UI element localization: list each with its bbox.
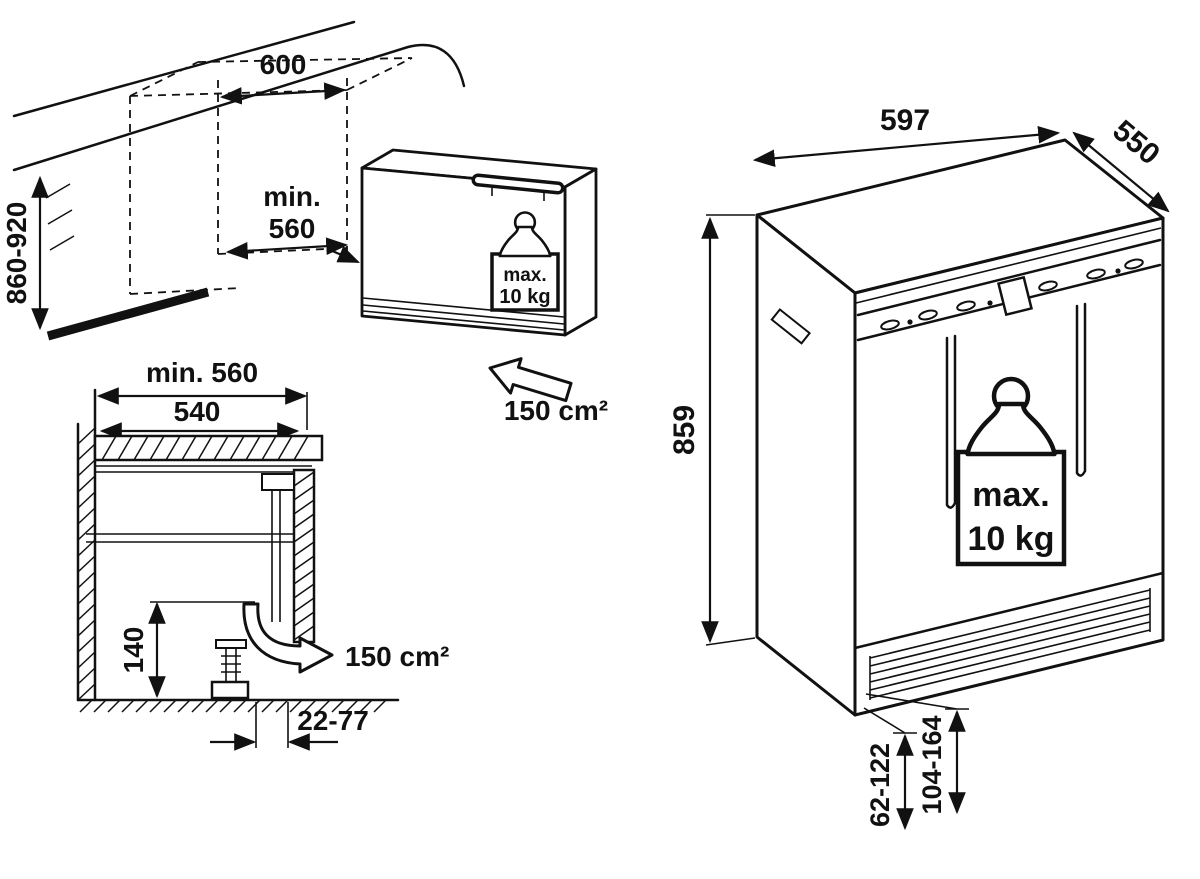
ext-lines-plinth-ranges bbox=[863, 693, 969, 734]
countertop-grain bbox=[101, 435, 309, 461]
max-load-value-small: 10 kg bbox=[499, 286, 550, 308]
niche-perspective-view: 600 860-920 min. 560 max. bbox=[1, 20, 608, 426]
appliance-small-side-face bbox=[563, 167, 598, 337]
furniture-door-panel bbox=[292, 468, 316, 644]
appliance-top-lines bbox=[86, 533, 294, 543]
side-bracket bbox=[770, 308, 812, 345]
telescopic-rail-right bbox=[1075, 302, 1087, 477]
dim-line-depth bbox=[1072, 131, 1170, 213]
section-vent-area-label: 150 cm² bbox=[345, 641, 449, 672]
furniture-door-hatch bbox=[293, 471, 315, 641]
counter-front-edge bbox=[12, 43, 466, 172]
dim-label-width: 597 bbox=[880, 104, 930, 137]
dim-label-niche-width: 600 bbox=[260, 49, 307, 80]
door-hinge-bracket bbox=[261, 473, 295, 491]
ext-lines-foot-adjust bbox=[255, 702, 289, 748]
dim-line-niche-width bbox=[219, 82, 347, 105]
dim-label-counter-depth: 540 bbox=[174, 396, 221, 427]
dim-label-section-width-min: min. 560 bbox=[146, 357, 258, 388]
slide-in-arrow bbox=[329, 246, 361, 264]
dim-label-height: 859 bbox=[668, 405, 701, 455]
dim-label-plinth-range-a: 62-122 bbox=[865, 743, 895, 827]
vent-area-label: 150 cm² bbox=[504, 395, 608, 426]
dim-label-depth: 550 bbox=[1106, 114, 1166, 171]
base-plinth-line bbox=[46, 287, 210, 341]
max-load-badge-large: max. 10 kg bbox=[955, 379, 1067, 567]
dim-label-plinth-range-b: 104-164 bbox=[917, 715, 947, 814]
niche-dashed-outline bbox=[129, 57, 413, 295]
appliance-small-vent-slats bbox=[362, 297, 565, 331]
telescopic-rail-left bbox=[945, 334, 957, 509]
dim-label-niche-depth-min: min. bbox=[263, 181, 321, 212]
appliance-small: max. 10 kg bbox=[360, 148, 598, 337]
dim-label-niche-height: 860-920 bbox=[1, 202, 32, 305]
max-load-badge-small: max. 10 kg bbox=[490, 211, 560, 312]
under-counter-lines bbox=[95, 465, 312, 473]
dim-label-foot-adjust: 22-77 bbox=[297, 705, 369, 736]
wall-hatch-ticks bbox=[45, 183, 75, 251]
ext-lines-height bbox=[705, 214, 756, 646]
max-load-label-small: max. bbox=[503, 265, 546, 286]
wall-hatch bbox=[77, 427, 96, 701]
max-load-label-large: max. bbox=[972, 476, 1050, 514]
adjustable-foot bbox=[210, 639, 250, 700]
dim-label-plinth-height: 140 bbox=[118, 627, 149, 674]
appliance-left-face bbox=[755, 213, 857, 717]
appliance-front-view: max. 10 kg 597 550 859 62-122 104-164 bbox=[668, 104, 1170, 831]
appliance-door-lines bbox=[271, 476, 281, 622]
airflow-arrow-icon bbox=[242, 602, 334, 674]
dim-label-niche-depth-value: 560 bbox=[269, 213, 316, 244]
floor-hatch bbox=[79, 699, 387, 713]
handle-icon bbox=[471, 173, 565, 201]
center-bracket bbox=[997, 275, 1033, 317]
mounting-rail-assembly bbox=[770, 227, 1162, 345]
dim-line-width bbox=[752, 125, 1061, 168]
plinth-vent-grille bbox=[853, 571, 1165, 700]
dim-line-niche-depth bbox=[225, 237, 349, 260]
cross-section-view: min. 560 540 140 bbox=[76, 357, 449, 751]
max-load-value-large: 10 kg bbox=[968, 520, 1055, 558]
